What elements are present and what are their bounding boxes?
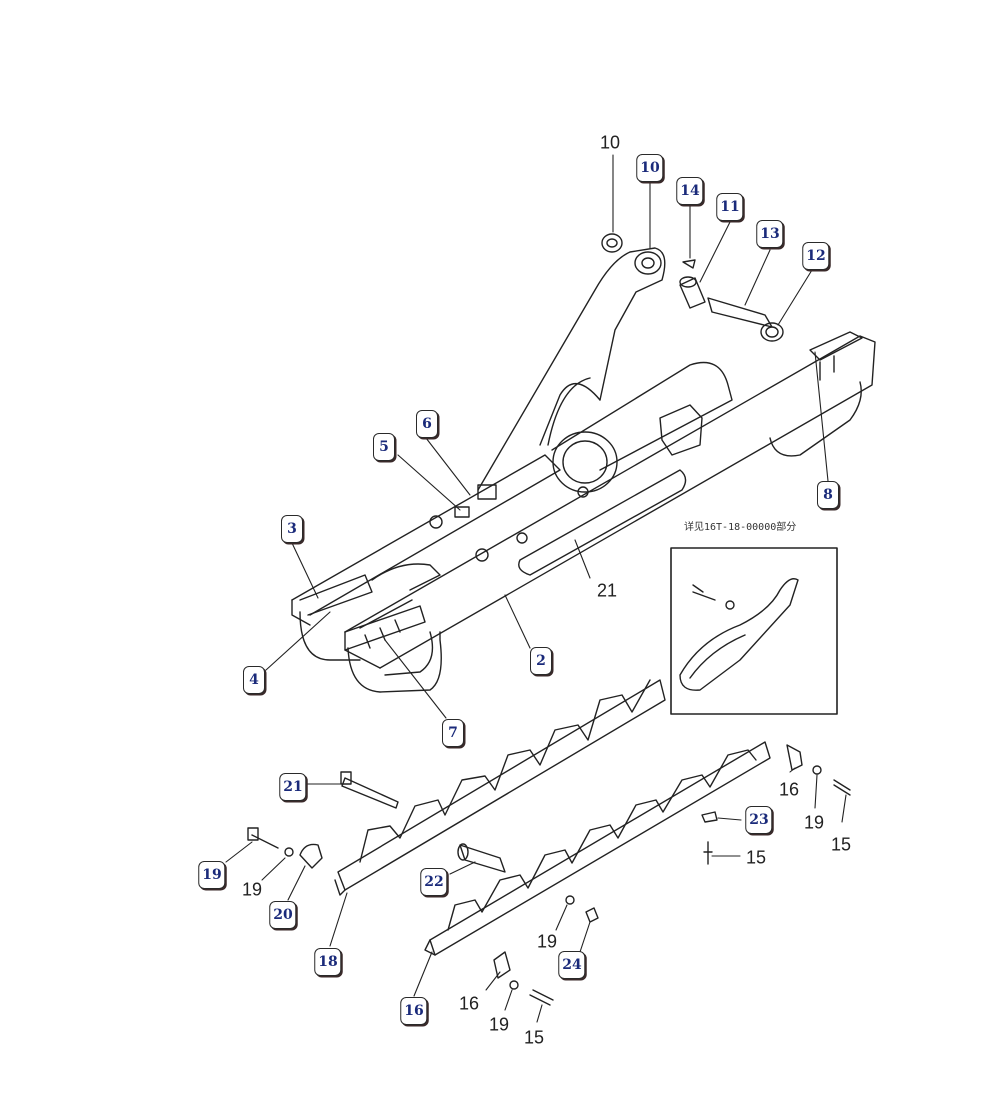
callout-18[interactable]: 18 [314,948,342,976]
callout-3[interactable]: 3 [281,515,303,543]
callout-6[interactable]: 6 [416,410,438,438]
detail-inset [670,547,838,715]
label-16-right: 16 [778,779,800,800]
callout-20[interactable]: 20 [269,901,297,929]
label-10: 10 [599,132,621,153]
equalizer-arm [477,247,666,491]
callout-19[interactable]: 19 [198,861,226,889]
callout-4[interactable]: 4 [243,666,265,694]
main-frame-rail [344,331,876,693]
upper-guard-rail [334,679,666,896]
label-15-right: 15 [830,834,852,855]
callout-16[interactable]: 16 [400,997,428,1025]
callout-8[interactable]: 8 [817,481,839,509]
label-16-bottom: 16 [458,993,480,1014]
reference-note: 详见16T-18-00000部分 [684,522,797,533]
leader-lines [225,154,847,1023]
callout-21[interactable]: 21 [279,773,307,801]
cross-tube [551,361,733,493]
pin-parts [601,233,784,342]
inner-frame-rail [291,454,589,661]
label-19-mid: 19 [536,931,558,952]
callout-5[interactable]: 5 [373,433,395,461]
callout-14[interactable]: 14 [676,177,704,205]
label-19-bottom: 19 [488,1014,510,1035]
label-15-mid: 15 [745,847,767,868]
callout-12[interactable]: 12 [802,242,830,270]
callout-24[interactable]: 24 [558,951,586,979]
hardware-parts [247,744,851,1006]
callout-22[interactable]: 22 [420,868,448,896]
label-19-right: 19 [803,812,825,833]
callout-23[interactable]: 23 [745,806,773,834]
label-15-bottom: 15 [523,1027,545,1048]
callout-11[interactable]: 11 [716,193,744,221]
callout-10[interactable]: 10 [636,154,664,182]
label-19-left: 19 [241,879,263,900]
callout-13[interactable]: 13 [756,220,784,248]
callout-7[interactable]: 7 [442,719,464,747]
label-21: 21 [596,580,618,601]
callout-2[interactable]: 2 [530,647,552,675]
lower-guard-rail [424,741,771,956]
